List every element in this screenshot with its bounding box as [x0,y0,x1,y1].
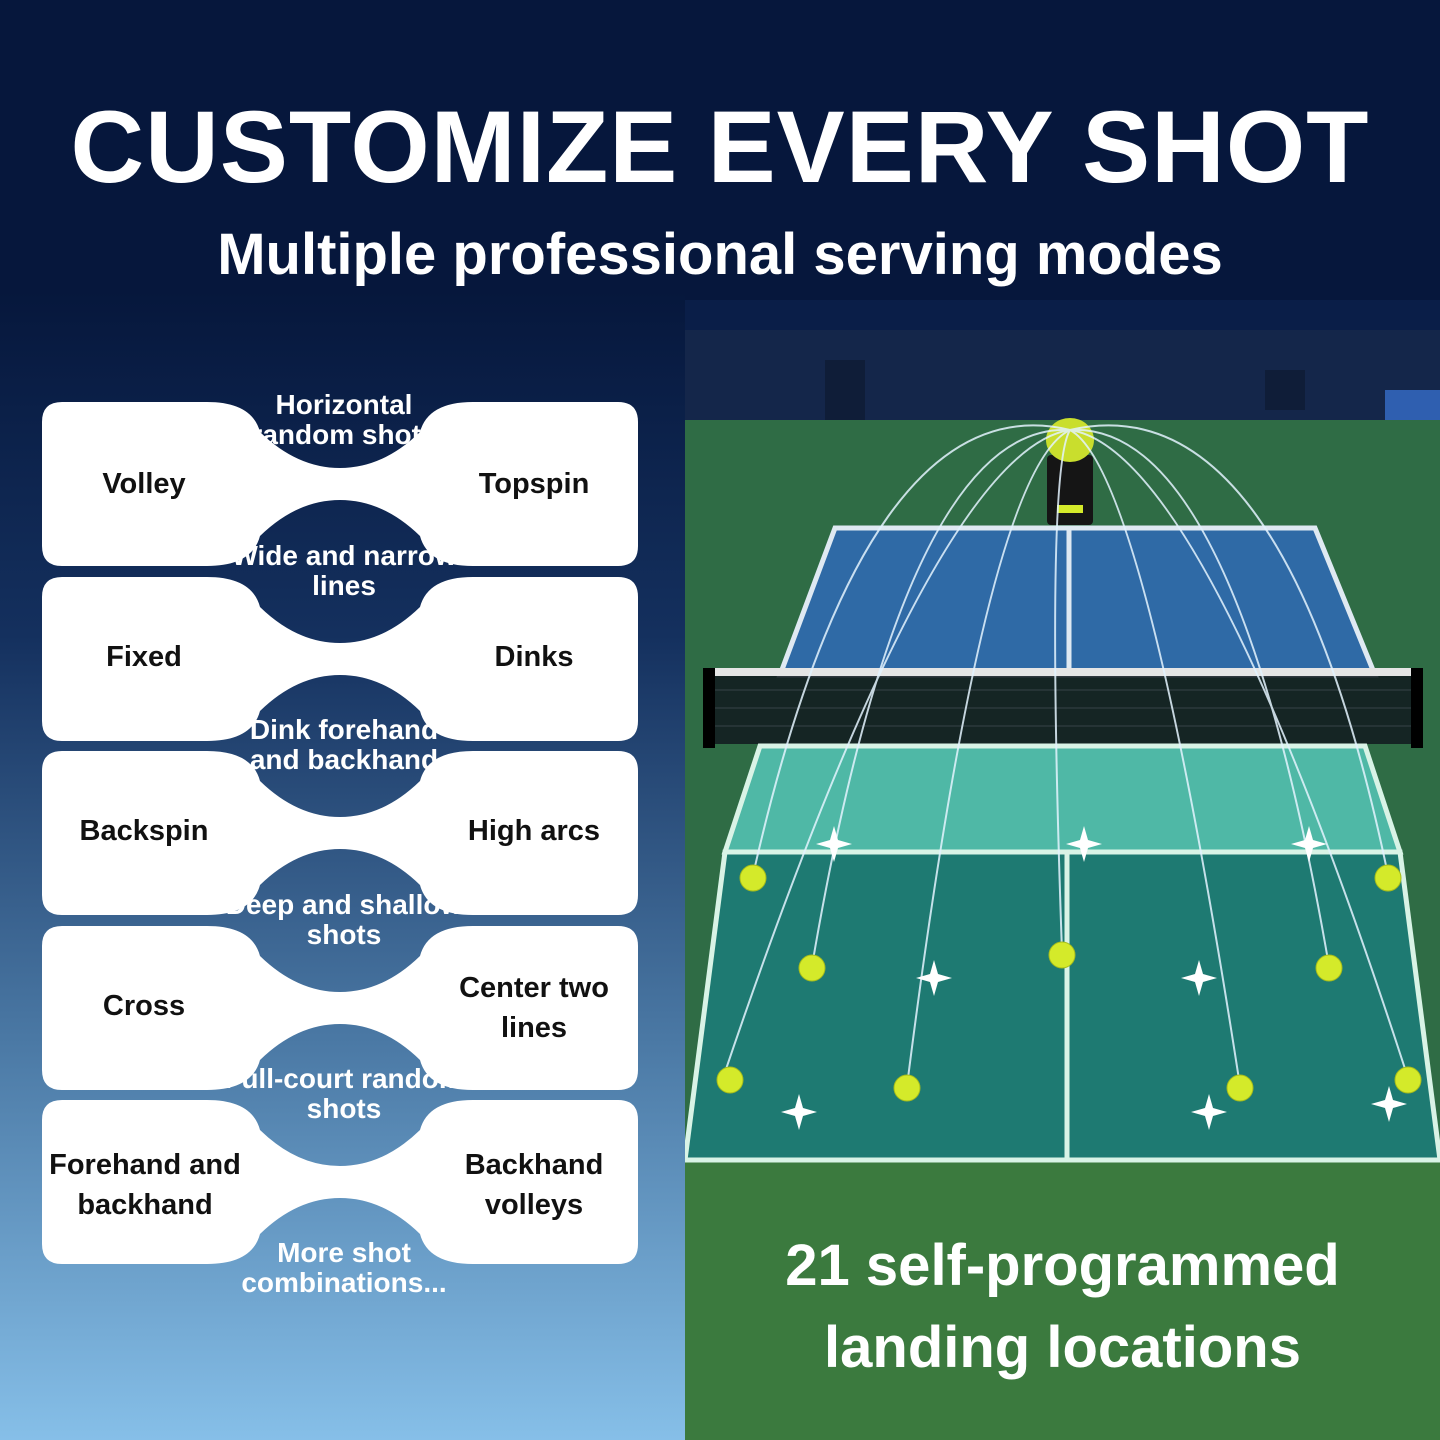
mode-label-full-court-random: Full-court random shots [224,1063,464,1124]
mode-label-center-two-lines: Center two lines [459,972,609,1044]
mode-label-dink-forehand-backhand: Dink forehand and backhand [249,714,439,775]
card-shape [42,402,638,566]
surround-green [685,1160,1440,1440]
court-caption-line1: 21 self-programmed [785,1233,1340,1298]
mode-card: Fixed Dinks [42,577,638,741]
mode-label-cross: Cross [102,990,186,1022]
mode-label-volley: Volley [102,468,186,500]
card-shape [42,1100,638,1264]
mode-card: Cross Center two lines [42,926,638,1090]
subheadline: Multiple professional serving modes [217,222,1223,287]
card-shape [42,577,638,741]
mode-label-fixed: Fixed [106,641,182,673]
mode-label-high-arcs: High arcs [467,815,601,847]
mode-label-deep-shallow: Deep and shallow shots [225,889,463,950]
card-shape [42,926,638,1090]
mode-label-horizontal-random: Horizontal random shots [251,389,437,450]
mode-label-backspin: Backspin [79,815,209,847]
card-shape [42,751,638,915]
mode-card: Forehand and backhand Backhand volleys [42,1100,638,1264]
headline: CUSTOMIZE EVERY SHOT [70,90,1370,204]
mode-label-wide-narrow: Wide and narrow lines [231,540,457,601]
mode-label-dinks: Dinks [494,641,574,673]
mode-label-backhand-volleys: Backhand volleys [464,1149,604,1221]
mode-label-topspin: Topspin [478,468,590,500]
court-illustration [685,300,1440,1440]
mode-label-more-combinations: More shot combinations... [241,1237,447,1298]
mode-card: Backspin High arcs [42,751,638,915]
mode-label-forehand-backhand: Forehand and backhand [49,1149,241,1221]
mode-card: Volley Topspin [42,402,638,566]
court-caption-line2: landing locations [824,1315,1301,1380]
